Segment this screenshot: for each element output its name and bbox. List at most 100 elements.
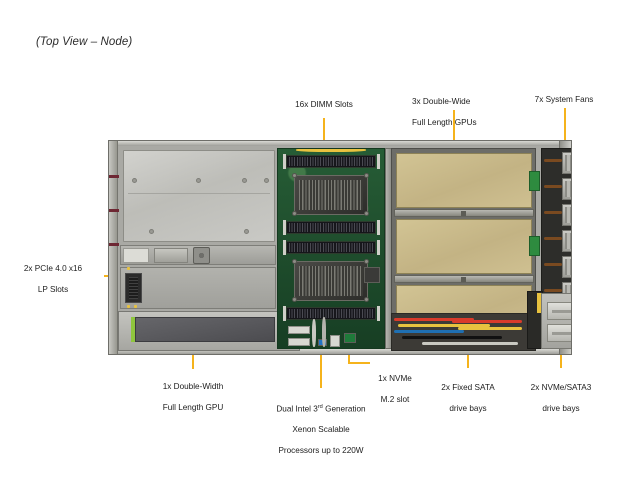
pcie-pin <box>127 305 130 308</box>
gpu-module-1 <box>396 153 532 208</box>
motherboard <box>277 148 385 349</box>
chassis-tab-3 <box>109 243 119 246</box>
dimm-latch <box>377 154 380 169</box>
chassis-tab-2 <box>109 209 119 212</box>
callout-single-gpu: 1x Double-Width Full Length GPU <box>142 371 244 413</box>
callout-triple-gpu-line1: 3x Double-Wide <box>412 96 471 106</box>
system-fan-3 <box>562 204 571 226</box>
latch-tab <box>537 293 541 313</box>
gpu-green-strip <box>131 317 135 342</box>
mb-connector <box>288 326 310 334</box>
callout-cpu-line1-a: Dual Intel 3 <box>276 404 318 414</box>
front-module-strip <box>120 245 276 265</box>
small-fan-icon <box>193 247 210 264</box>
callout-nvme-sata3: 2x NVMe/SATA3 drive bays <box>515 372 607 414</box>
callout-nvme-line1: 1x NVMe <box>378 373 412 383</box>
board-cable <box>322 317 326 347</box>
board-cable <box>296 149 366 152</box>
drive-slot-1 <box>547 302 571 320</box>
page-title: (Top View – Node) <box>36 36 133 48</box>
gpu-top-plate <box>135 317 275 342</box>
callout-nvme-m2: 1x NVMe M.2 slot <box>364 363 426 405</box>
power-connector-2 <box>529 236 540 256</box>
callout-pcie-lp-slots: 2x PCIe 4.0 x16 LP Slots <box>6 253 100 295</box>
callout-single-gpu-line2: Full Length GPU <box>162 402 224 412</box>
pcie-pin <box>134 305 137 308</box>
board-cable <box>312 319 316 347</box>
dimm-latch <box>283 154 286 169</box>
dimm-latch <box>283 306 286 321</box>
nvme-sata3-drive-bay <box>541 293 571 349</box>
cable-yellow <box>398 324 490 327</box>
screw-icon <box>244 229 249 234</box>
power-connector-1 <box>529 171 540 191</box>
riser-enclosure <box>123 150 275 242</box>
dimm-bank-3 <box>286 241 376 254</box>
dimm-latch <box>283 220 286 235</box>
module-label <box>123 248 149 263</box>
fan-wire <box>544 185 562 188</box>
fan-wire <box>544 159 562 162</box>
system-fan-5 <box>562 256 571 278</box>
cable-gray <box>422 342 518 345</box>
screw-icon <box>132 178 137 183</box>
callout-triple-gpu-line2: Full Length GPUs <box>412 117 477 127</box>
callout-cpu-line1-sup: rd <box>317 403 323 410</box>
callout-cpu: Dual Intel 3rd Generation Xenon Scalable… <box>258 391 384 457</box>
cable-yellow <box>458 327 522 330</box>
cpu-screw <box>364 211 369 216</box>
pcie-slot-1 <box>125 273 142 303</box>
m2-slot <box>330 335 340 347</box>
dimm-bank-2 <box>286 221 376 234</box>
cpu-screw <box>292 297 297 302</box>
callout-sata-line1: 2x Fixed SATA <box>441 382 495 392</box>
dimm-latch <box>377 306 380 321</box>
gpu-rail-2 <box>394 275 534 283</box>
drive-slot-2 <box>547 324 571 342</box>
callout-nvme-line2: M.2 slot <box>380 394 410 404</box>
cable-red <box>394 318 474 321</box>
callout-triple-gpu: 3x Double-Wide Full Length GPUs <box>412 86 508 128</box>
cpu-socket-2 <box>294 261 368 301</box>
fan-wire <box>544 237 562 240</box>
fan-wire <box>544 263 562 266</box>
cable-blue <box>394 330 464 333</box>
dimm-bank-1 <box>286 155 376 168</box>
gpu-rail-1 <box>394 209 534 217</box>
system-fan-2 <box>562 178 571 200</box>
cpu-screw <box>292 259 297 264</box>
fan-wire <box>544 211 562 214</box>
chassis-left-edge <box>109 141 118 354</box>
dimm-latch <box>377 240 380 255</box>
cpu-screw <box>292 173 297 178</box>
cpu-screw <box>364 297 369 302</box>
screw-icon <box>242 178 247 183</box>
callout-system-fans: 7x System Fans <box>534 95 594 104</box>
gpu-module-2 <box>396 219 532 274</box>
callout-cpu-line2: Xenon Scalable <box>292 425 350 435</box>
cable-red <box>452 320 522 323</box>
callout-cpu-line1-b: Generation <box>322 404 366 414</box>
callout-pcie-line2: LP Slots <box>37 284 69 294</box>
screw-icon <box>264 178 269 183</box>
mb-chipset <box>364 267 380 283</box>
leader-fans <box>564 108 566 140</box>
screw-icon <box>196 178 201 183</box>
leader-nvme-h <box>348 362 370 364</box>
screw-icon <box>149 229 154 234</box>
callout-pcie-line1: 2x PCIe 4.0 x16 <box>23 263 83 273</box>
cpu-socket-1 <box>294 175 368 215</box>
pcie-lp-slot-zone <box>120 267 276 309</box>
cable-black <box>402 336 502 339</box>
system-fan-1 <box>562 152 571 174</box>
chassis-bottom-rail <box>109 349 571 354</box>
dimm-latch <box>283 240 286 255</box>
nvme-connector <box>344 333 356 343</box>
chassis-tab-1 <box>109 175 119 178</box>
callout-dimm-slots: 16x DIMM Slots <box>295 100 353 109</box>
pcie-pin <box>127 267 130 270</box>
callout-single-gpu-line1: 1x Double-Width <box>162 381 224 391</box>
cpu-screw <box>364 173 369 178</box>
callout-sata-line2: drive bays <box>449 403 487 413</box>
